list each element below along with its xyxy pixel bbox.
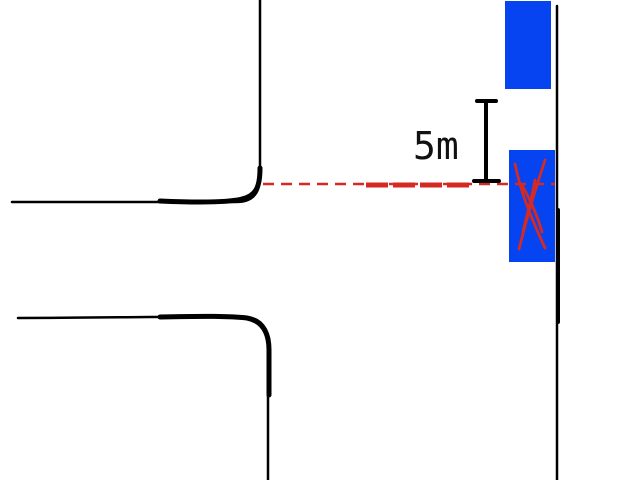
lower-left-road-corner-thick	[157, 313, 272, 398]
upper-left-road-corner-thick	[157, 165, 263, 205]
lower-left-road-edge	[16, 315, 270, 480]
distance-label: 5m	[413, 124, 459, 168]
upper-left-road-edge	[10, 0, 262, 204]
parked-car	[505, 1, 551, 89]
forbidden-cross-icon	[513, 158, 547, 251]
